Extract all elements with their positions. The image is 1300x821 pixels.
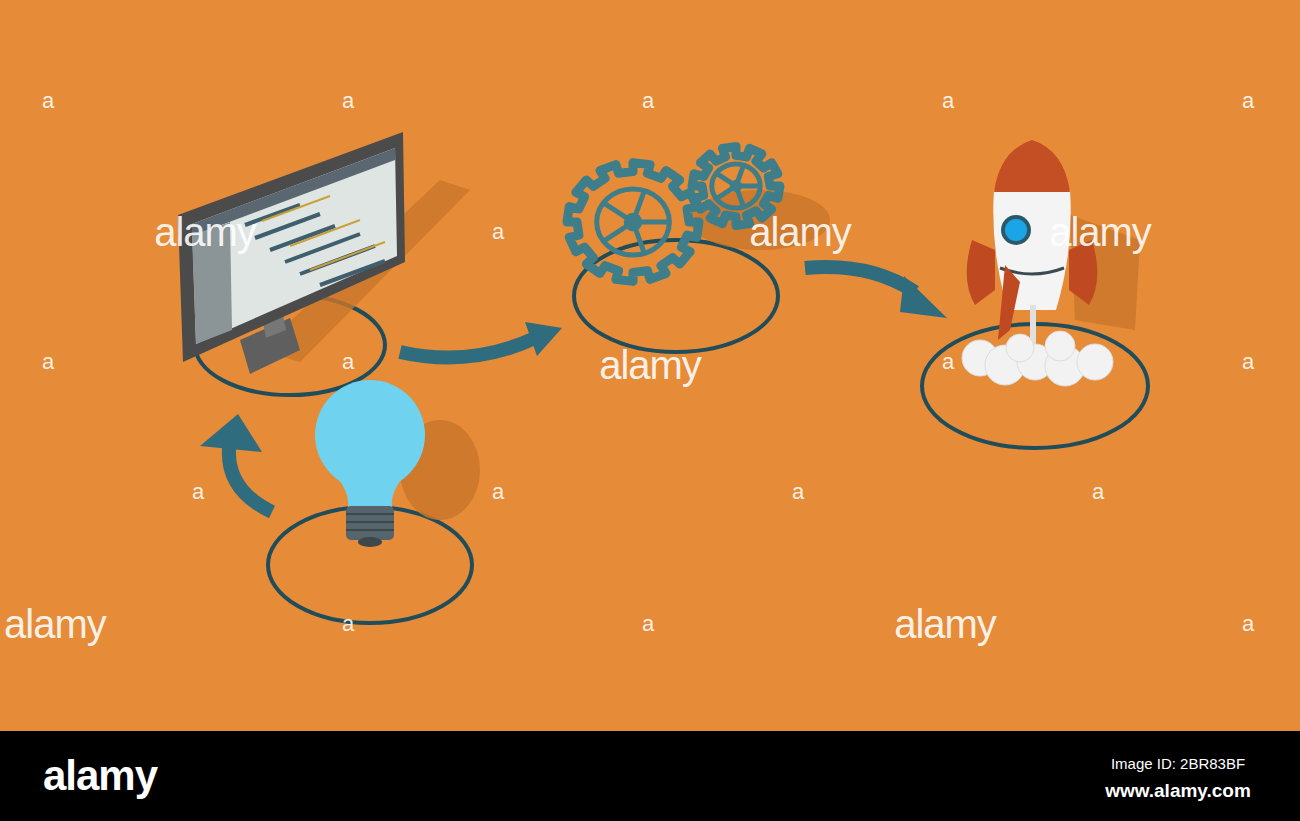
watermark: a [642, 613, 654, 635]
watermark: a [192, 481, 204, 503]
watermark: a [342, 613, 354, 635]
background [0, 0, 1300, 731]
website-address: www.alamy.com [1105, 781, 1251, 800]
image-id: Image ID: 2BR83BF [1111, 756, 1245, 771]
lightbulb-icon [315, 380, 480, 547]
watermark: a [1242, 613, 1254, 635]
watermark: a [492, 221, 504, 243]
monitor-icon [178, 132, 470, 374]
watermark: a [342, 90, 354, 112]
watermark: a [492, 481, 504, 503]
watermark: a [792, 481, 804, 503]
watermark: a [42, 351, 54, 373]
footer-bar [0, 731, 1300, 821]
watermark: a [942, 90, 954, 112]
watermark: a [1242, 351, 1254, 373]
watermark: a [1242, 90, 1254, 112]
watermark: alamy [894, 604, 996, 644]
gear [567, 163, 699, 282]
watermark: alamy [1049, 212, 1151, 252]
rocket-icon [962, 140, 1140, 386]
watermark: a [342, 351, 354, 373]
watermark: a [1092, 481, 1104, 503]
watermark: a [42, 90, 54, 112]
footer-logo: alamy [43, 755, 157, 797]
watermark: alamy [4, 604, 106, 644]
watermark: alamy [599, 345, 701, 385]
watermark: alamy [154, 212, 256, 252]
watermark: a [642, 90, 654, 112]
watermark: alamy [749, 212, 851, 252]
watermark: a [942, 351, 954, 373]
